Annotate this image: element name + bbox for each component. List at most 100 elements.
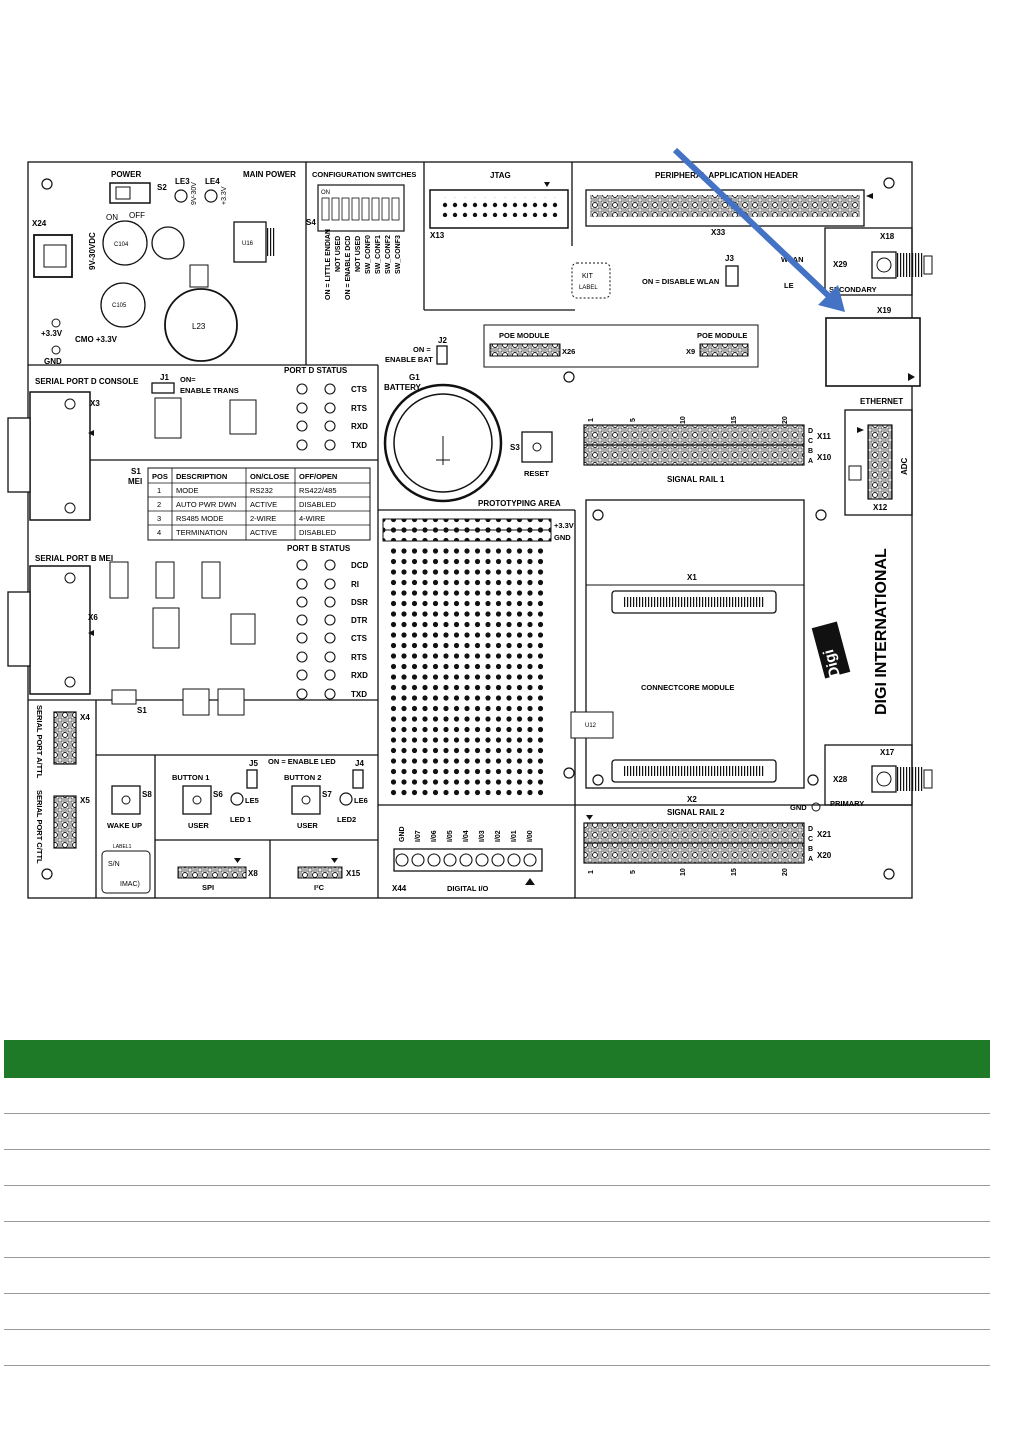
dio-pin: I/07: [415, 830, 422, 842]
mei-cell: 2-WIRE: [250, 514, 276, 523]
port-b-signal: DCD: [351, 561, 369, 570]
vin-label: 9V-30VDC: [88, 232, 97, 270]
user-button-2[interactable]: [291, 785, 321, 815]
dio-pin: I/01: [511, 830, 518, 842]
poe-left-label: POE MODULE: [499, 331, 549, 340]
svg-text:X6: X6: [88, 613, 98, 622]
serial-c-ttl-header[interactable]: [53, 795, 77, 849]
wake-up-button[interactable]: [111, 785, 141, 815]
svg-text:C: C: [808, 438, 813, 445]
serial-b-dip-switch[interactable]: [111, 689, 137, 705]
user-button-1[interactable]: [182, 785, 212, 815]
serial-b-title: SERIAL PORT B MEI: [35, 554, 113, 563]
led-33-label: +3.3V: [221, 186, 228, 205]
proto-grid[interactable]: [388, 546, 546, 798]
serial-d-section: SERIAL PORT D CONSOLE X3 J1 ON= ENABLE T…: [7, 373, 257, 521]
serial-ttl-section: SERIAL PORT A/TTL X4 SERIAL PORT C/TTL X…: [35, 705, 90, 864]
power-switch-knob: [115, 186, 131, 200]
spi-header[interactable]: [177, 866, 247, 879]
plus33-label: +3.3V: [41, 329, 63, 338]
port-b-signal: TXD: [351, 690, 367, 699]
x28-label: X28: [833, 775, 848, 784]
svg-text:X15: X15: [346, 869, 361, 878]
module-section: X1 CONNECTCORE MODULE U12 X2 GND: [570, 499, 821, 812]
jtag-title: JTAG: [490, 171, 511, 180]
ethernet-jack[interactable]: [825, 317, 921, 387]
config-title: CONFIGURATION SWITCHES: [312, 170, 416, 179]
svg-text:USER: USER: [188, 821, 209, 830]
svg-text:ON/CLOSE: ON/CLOSE: [250, 472, 289, 481]
poe-right-label: POE MODULE: [697, 331, 747, 340]
svg-text:X3: X3: [90, 399, 100, 408]
svg-text:LE6: LE6: [354, 796, 368, 805]
svg-text:X1: X1: [687, 573, 697, 582]
serial-b-db9[interactable]: [29, 565, 91, 695]
svg-text:J2: J2: [438, 336, 447, 345]
poe-x26-header[interactable]: [489, 343, 561, 357]
table-row: [4, 1222, 990, 1258]
c105-cap: [100, 282, 146, 328]
table-row: [4, 1186, 990, 1222]
port-d-signal: CTS: [351, 385, 368, 394]
power-section: POWER MAIN POWER S2 ON OFF LE3 LE4 9V-30…: [32, 170, 296, 366]
mei-cell: DISABLED: [299, 528, 337, 537]
svg-text:S1: S1: [137, 706, 147, 715]
svg-text:D: D: [808, 428, 813, 435]
port-d-signal: RXD: [351, 422, 368, 431]
svg-text:S1: S1: [131, 467, 141, 476]
adc-header[interactable]: [867, 424, 893, 500]
poe-x9-header[interactable]: [699, 343, 749, 357]
svg-text:C105: C105: [112, 303, 127, 309]
x13-label: X13: [430, 231, 445, 240]
wlan-jumper[interactable]: [725, 265, 739, 287]
secondary-label: SECONDARY: [829, 285, 877, 294]
cmo-label: CMO +3.3V: [75, 335, 118, 344]
svg-text:SERIAL PORT C/TTL: SERIAL PORT C/TTL: [35, 790, 44, 864]
svg-text:B: B: [808, 846, 813, 853]
reset-button[interactable]: [521, 431, 553, 463]
svg-text:LE: LE: [784, 281, 794, 290]
svg-text:X11: X11: [817, 432, 831, 441]
svg-text:GND: GND: [790, 803, 807, 812]
table-row: [4, 1150, 990, 1186]
battery-jumper[interactable]: [436, 345, 448, 365]
svg-text:ON: ON: [321, 190, 330, 196]
svg-text:5: 5: [630, 870, 637, 874]
dio-pin: I/02: [495, 830, 502, 842]
digi-logo: Digi DIGI INTERNATIONAL: [811, 548, 890, 715]
svg-text:G1: G1: [409, 373, 420, 382]
svg-text:X10: X10: [817, 453, 832, 462]
led2-jumper[interactable]: [352, 769, 364, 789]
i2c-header[interactable]: [297, 866, 343, 879]
led1-jumper[interactable]: [246, 769, 258, 789]
svg-text:S/N: S/N: [108, 861, 120, 868]
svg-text:J1: J1: [160, 373, 169, 382]
main-power-title: MAIN POWER: [243, 170, 296, 179]
power-title: POWER: [111, 170, 141, 179]
config-dip-switch[interactable]: [317, 184, 405, 232]
svg-text:20: 20: [782, 868, 789, 876]
c104-cap: [102, 220, 148, 266]
reset-label: RESET: [524, 469, 549, 478]
svg-text:20: 20: [782, 416, 789, 424]
svg-text:BUTTON 1: BUTTON 1: [172, 773, 209, 782]
l23-inductor: [164, 288, 238, 362]
svg-text:15: 15: [731, 868, 738, 876]
serial-d-db9[interactable]: [29, 391, 91, 521]
svg-text:X44: X44: [392, 884, 407, 893]
x18-label: X18: [880, 232, 895, 241]
port-d-status: PORT D STATUS CTS RTS RXD TXD: [284, 366, 368, 451]
config-switch-label: ON = ENABLE DCD: [345, 236, 352, 300]
trans-jumper[interactable]: [151, 382, 175, 394]
ethernet-label: ETHERNET: [860, 397, 903, 406]
led-9v-label: 9V-30V: [191, 182, 198, 205]
svg-text:X4: X4: [80, 713, 90, 722]
serial-a-ttl-header[interactable]: [53, 711, 77, 765]
table-row: [4, 1078, 990, 1114]
svg-text:S6: S6: [213, 790, 223, 799]
svg-text:OFF/OPEN: OFF/OPEN: [299, 472, 337, 481]
mei-cell: RS422/485: [299, 486, 337, 495]
mei-cell: 2: [157, 500, 161, 509]
svg-text:S3: S3: [510, 443, 520, 452]
config-switch-label: NOT USED: [355, 236, 362, 272]
